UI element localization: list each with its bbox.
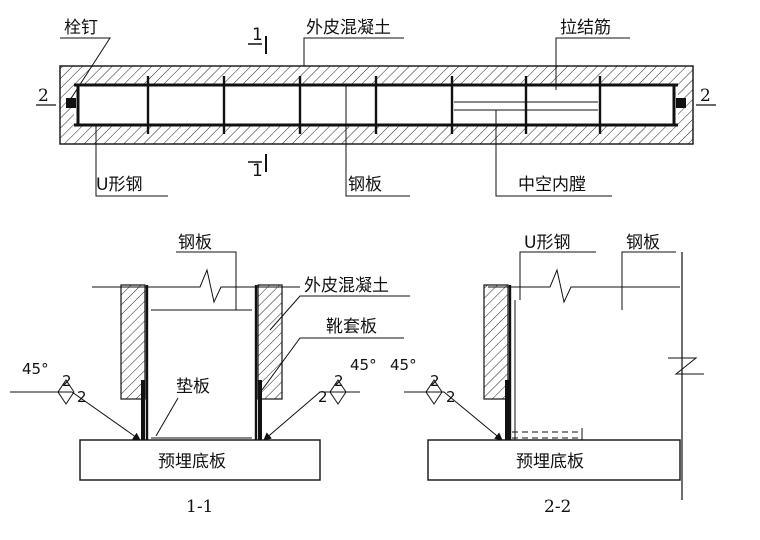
label-cut-1-bottom: 1 [252,161,263,181]
label-steel-plate: 钢板 [348,175,382,195]
leader-2-2-u-steel [519,251,596,300]
leader-2-2-steel-plate [621,251,676,310]
weld-arrow-2-2 [404,391,503,441]
leader-1-1-boot-plate [261,337,404,391]
plan-u-steel-right [652,83,676,127]
weld-symbol-2-2 [425,379,443,393]
weld-symbol-1-1-left-b [57,391,75,405]
label-outer-concrete: 外皮混凝土 [306,18,391,38]
leader-steel-plate [345,86,410,197]
section-1-1-boot-plate-left [141,380,145,440]
weld-size-1-1-left-a: 2 [62,372,72,390]
leader-1-1-outer-concrete [269,295,410,331]
weld-symbol-2-2-b [425,391,443,405]
section-1-1-boot-plate-right [258,380,262,440]
leader-tie-bar [555,37,630,90]
label-hollow-cavity: 中空内膛 [518,175,586,195]
label-1-1-boot-plate: 靴套板 [326,317,377,337]
section-1-1-base-plate-label: 预埋底板 [158,452,226,472]
section-2-2-right-break [668,357,704,375]
weld-symbol-1-1-right [329,379,347,393]
plan-cut-mark-top [248,36,267,54]
label-2-2-u-steel: U形钢 [524,233,570,253]
label-stud: 栓钉 [64,18,98,38]
label-1-1-steel-plate: 钢板 [178,233,212,253]
section-2-2-concrete-wall [483,284,509,400]
leader-1-1-shim-plate [155,397,179,437]
weld-size-2-2-b: 2 [446,388,456,406]
angle-1-1-right: 45° [350,356,377,374]
weld-size-1-1-right-b: 2 [318,388,328,406]
label-1-1-shim-plate: 垫板 [176,377,210,397]
weld-arrow-1-1-right [263,391,360,441]
leader-1-1-steel-plate [176,251,237,310]
weld-size-2-2-a: 2 [430,372,440,390]
section-2-2-base-plate-label: 预埋底板 [516,452,584,472]
section-2-2-base-plate [427,439,681,481]
leader-outer-concrete [303,37,404,66]
angle-2-2: 45° [390,356,417,374]
leader-hollow-cavity [495,110,612,197]
plan-section-2-right: 2 [700,86,711,106]
weld-size-1-1-right-a: 2 [334,372,344,390]
leader-u-steel [95,126,168,197]
label-2-2-steel-plate: 钢板 [626,233,660,253]
weld-size-1-1-left-b: 2 [77,388,87,406]
caption-2-2: 2-2 [544,497,571,517]
section-2-2-break-line [488,268,680,304]
weld-arrow-1-1-left [10,391,141,441]
label-tie-bar: 拉结筋 [560,18,611,38]
label-1-1-outer-concrete: 外皮混凝土 [304,276,389,296]
weld-symbol-1-1-right-b [329,391,347,405]
angle-1-1-left: 45° [22,360,49,378]
plan-section-2-left: 2 [38,86,49,106]
plan-view: 2 2 栓钉 外皮混凝土 拉结筋 1 1 U形钢 钢板 中空内膛 [36,18,716,197]
plan-u-steel-left [76,83,100,127]
label-u-steel: U形钢 [96,175,142,195]
section-1-1: 预埋底板 钢板 外皮混凝土 靴套板 垫板 45° 2 2 45° 2 2 1-1 [10,233,410,517]
label-cut-1-top: 1 [252,25,263,45]
section-2-2: 预埋底板 U形钢 钢板 45° 2 2 2-2 [390,233,704,517]
plan-stud-right [676,98,686,108]
plan-cut-mark-bottom [248,154,267,172]
plan-stud-left [66,98,76,108]
leader-stud [60,37,111,101]
weld-symbol-1-1-left [57,379,75,393]
section-2-2-boot-plate [505,380,509,440]
section-1-1-break-line [92,268,300,304]
section-1-1-base-plate [79,439,321,481]
plan-tie-bars [146,76,602,134]
caption-1-1: 1-1 [186,497,213,517]
